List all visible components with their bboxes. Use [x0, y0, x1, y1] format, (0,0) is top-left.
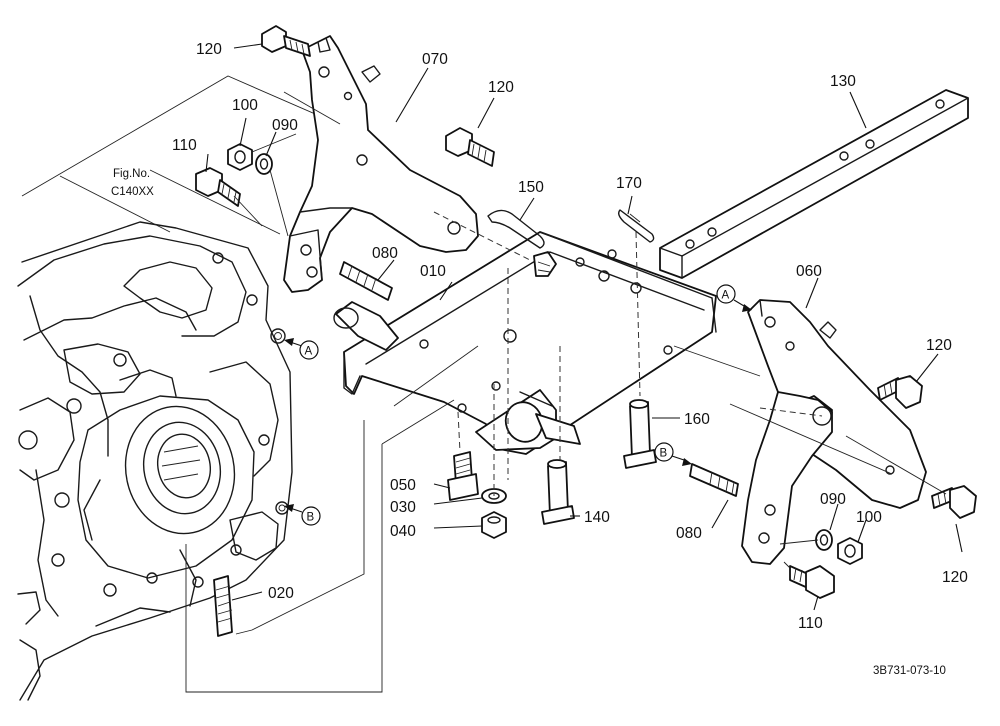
svg-text:B: B — [307, 512, 315, 524]
bolt-050 — [447, 451, 479, 501]
callout-100: 100 — [856, 509, 882, 526]
callout-110: 110 — [798, 615, 823, 632]
svg-text:B: B — [660, 448, 668, 460]
assembly-lines — [185, 345, 479, 693]
callout-020: 020 — [268, 585, 294, 602]
drawbar-130 — [659, 89, 969, 279]
callout-040: 040 — [390, 523, 416, 540]
callout-150: 150 — [518, 179, 544, 196]
marker-a-right: A — [716, 284, 752, 312]
marker-b-right: B — [654, 442, 692, 466]
lynch-pin-170 — [617, 209, 655, 243]
pin-160 — [623, 399, 657, 469]
stud-020 — [213, 575, 233, 637]
nut-100-left — [227, 143, 253, 171]
alignment-lines — [233, 91, 947, 569]
leader-lines — [205, 43, 963, 611]
callout-090: 090 — [272, 117, 298, 134]
callout-010: 010 — [420, 263, 446, 280]
callout-130: 130 — [830, 73, 856, 90]
svg-text:A: A — [305, 346, 313, 358]
bolt-110-left — [195, 167, 241, 207]
bracket-070 — [283, 35, 479, 293]
main-bracket-010 — [333, 231, 717, 455]
bolt-120-right-lower — [931, 485, 977, 519]
fig-no-code: C140XX — [111, 186, 154, 198]
callout-170: 170 — [616, 175, 642, 192]
bolt-120-top-left — [261, 25, 311, 57]
callout-100: 100 — [232, 97, 258, 114]
bolt-120-right-upper — [877, 375, 923, 409]
callout-160: 160 — [684, 411, 710, 428]
marker-a-left: A — [284, 338, 319, 360]
bolt-110-right — [789, 565, 835, 599]
callout-060: 060 — [796, 263, 822, 280]
fig-no-label: Fig.No. — [113, 168, 150, 180]
bolt-120-mid — [445, 127, 495, 167]
fig-reference-frame — [21, 75, 353, 235]
callout-090: 090 — [820, 491, 846, 508]
nut-040 — [481, 511, 507, 539]
transmission-case — [17, 221, 293, 701]
washer-090-left — [255, 153, 273, 175]
callout-080: 080 — [676, 525, 702, 542]
callout-080: 080 — [372, 245, 398, 262]
lynch-pin-150 — [487, 209, 545, 249]
pin-140 — [541, 459, 575, 525]
callout-120: 120 — [926, 337, 952, 354]
drawing-code: 3B731-073-10 — [873, 665, 946, 677]
callout-110: 110 — [172, 137, 197, 154]
callout-120: 120 — [488, 79, 514, 96]
washer-090-right — [815, 529, 833, 551]
callout-120: 120 — [942, 569, 968, 586]
stud-080-left — [339, 261, 393, 301]
callout-030: 030 — [390, 499, 416, 516]
marker-b-left: B — [284, 504, 321, 526]
callout-140: 140 — [584, 509, 610, 526]
callout-050: 050 — [390, 477, 416, 494]
callout-070: 070 — [422, 51, 448, 68]
bracket-060 — [741, 299, 927, 565]
nut-100-right — [837, 537, 863, 565]
svg-text:A: A — [722, 290, 730, 302]
callout-120: 120 — [196, 41, 222, 58]
stud-080-right — [689, 463, 739, 497]
